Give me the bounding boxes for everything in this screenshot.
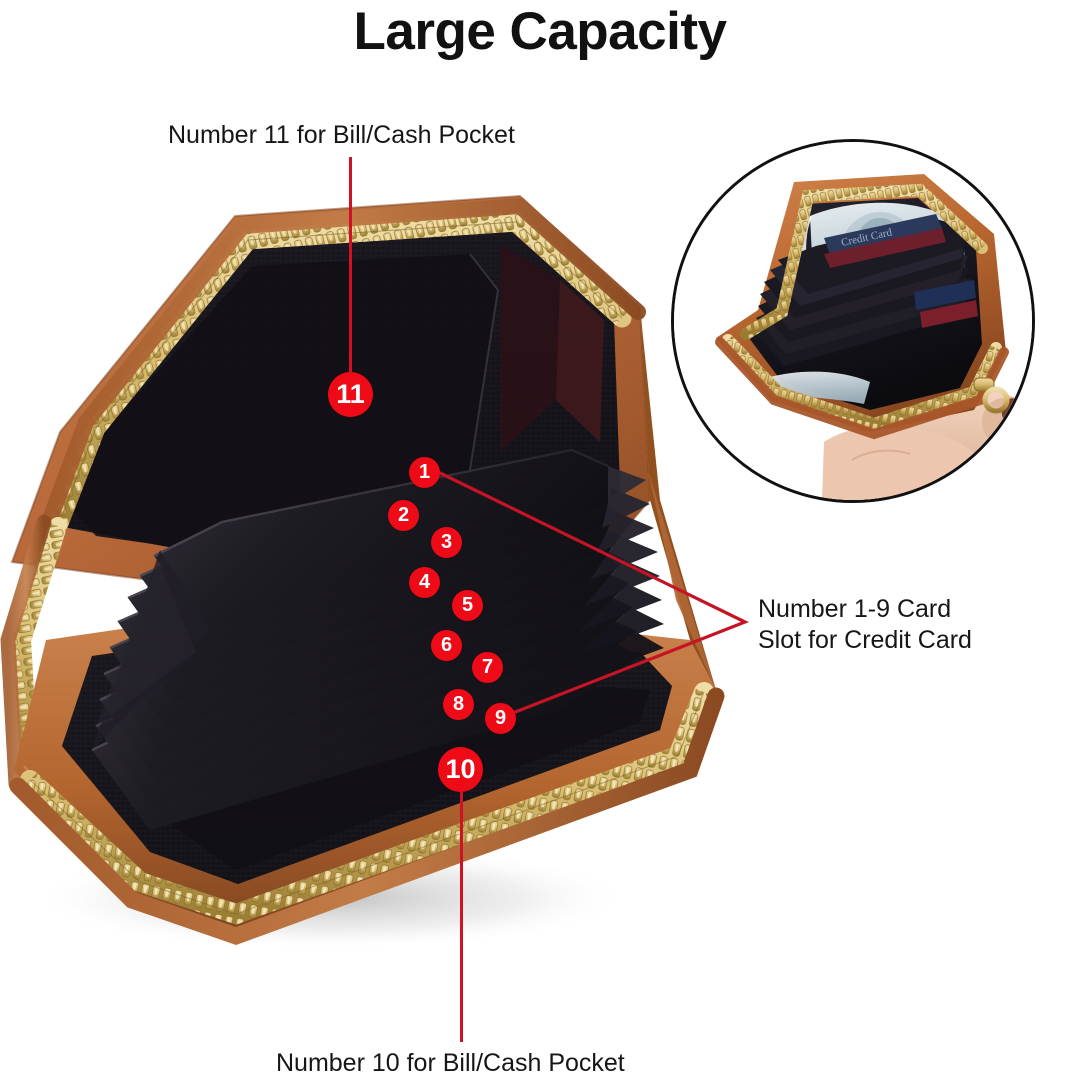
badge-10[interactable]: 10 bbox=[438, 747, 483, 792]
credit-cards: Credit Card bbox=[824, 214, 978, 328]
leader-line-11 bbox=[349, 157, 352, 373]
zipper-pull bbox=[973, 377, 1010, 414]
badge-5[interactable]: 5 bbox=[452, 590, 483, 621]
badge-6[interactable]: 6 bbox=[431, 630, 462, 661]
badge-11[interactable]: 11 bbox=[328, 372, 373, 417]
badge-4[interactable]: 4 bbox=[409, 567, 440, 598]
main-product-photo bbox=[0, 170, 760, 970]
badge-1[interactable]: 1 bbox=[409, 457, 440, 488]
leader-line-10 bbox=[460, 790, 463, 1042]
card-slot bbox=[154, 450, 608, 630]
badge-2[interactable]: 2 bbox=[388, 500, 419, 531]
badge-3[interactable]: 3 bbox=[431, 527, 462, 558]
badge-8[interactable]: 8 bbox=[443, 689, 474, 720]
callout-label-11: Number 11 for Bill/Cash Pocket bbox=[168, 121, 515, 149]
badge-7[interactable]: 7 bbox=[472, 652, 503, 683]
badge-9[interactable]: 9 bbox=[485, 703, 516, 734]
inset-zipper-bottom bbox=[722, 334, 1002, 431]
bill-pocket-11 bbox=[64, 254, 498, 562]
callout-label-card-slots-line1: Number 1-9 Card bbox=[758, 595, 952, 623]
zipper-back bbox=[48, 212, 632, 536]
page-title: Large Capacity bbox=[353, 2, 727, 61]
inset-zipper-top bbox=[740, 183, 988, 340]
inset-product-photo: Credit Card bbox=[671, 139, 1035, 503]
callout-label-card-slots: Number 1-9 Card Slot for Credit Card bbox=[758, 594, 1038, 656]
callout-label-10: Number 10 for Bill/Cash Pocket bbox=[276, 1049, 625, 1077]
leader-line-card-slots bbox=[438, 471, 749, 720]
callout-label-card-slots-line2: Slot for Credit Card bbox=[758, 626, 972, 654]
zipper-front bbox=[20, 682, 714, 925]
